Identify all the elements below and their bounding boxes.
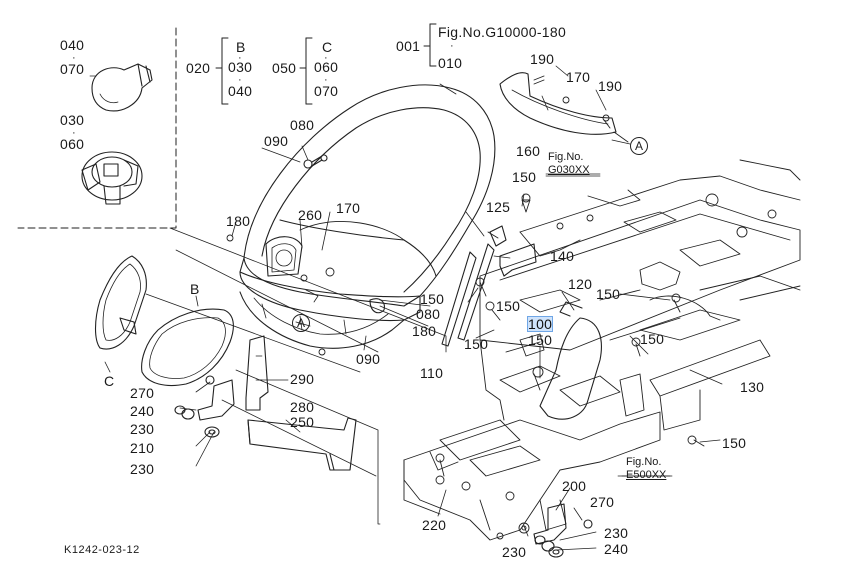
bracket-290: [245, 335, 269, 411]
marker-a-hood: A: [292, 314, 310, 332]
callout-250[interactable]: 250: [290, 414, 315, 430]
callout-090-hood[interactable]: 090: [356, 351, 381, 367]
bracket-210: [174, 375, 235, 438]
callout-240-right[interactable]: 240: [604, 541, 629, 557]
figure-number: Fig.No.G10000-180: [438, 24, 567, 40]
lower-frame-mount: [403, 339, 661, 541]
drawing-code: K1242-023-12: [64, 544, 140, 556]
group-brackets: [215, 23, 437, 105]
bracket-140: [489, 225, 537, 277]
ref-e500-title: Fig.No.: [626, 456, 662, 468]
group-001-bottom[interactable]: 010: [438, 55, 463, 71]
callout-190-top[interactable]: 190: [530, 51, 555, 67]
callout-150-far-right[interactable]: 150: [722, 435, 747, 451]
callout-230-left2[interactable]: 230: [130, 461, 155, 477]
bolt-icons: [226, 75, 705, 477]
hood-bolt-icon: [303, 154, 328, 169]
callout-120[interactable]: 120: [568, 276, 593, 292]
callout-070[interactable]: 070: [60, 61, 85, 77]
callout-dot: ·: [72, 52, 76, 64]
callout-080-top[interactable]: 080: [290, 117, 315, 133]
group-050-top[interactable]: C: [322, 39, 333, 55]
group-020-top[interactable]: B: [236, 39, 246, 55]
group-050-bottom[interactable]: 070: [314, 83, 339, 99]
callout-dot: ·: [238, 52, 242, 64]
group-001-left[interactable]: 001: [396, 38, 421, 54]
callout-dot: ·: [238, 74, 242, 86]
callout-150-top[interactable]: 150: [512, 169, 537, 185]
front-bumper-160: [499, 72, 617, 135]
callout-110[interactable]: 110: [420, 365, 444, 381]
callout-230-bottom[interactable]: 230: [502, 544, 527, 560]
callout-290[interactable]: 290: [290, 371, 315, 387]
callout-150-stay[interactable]: 150: [496, 298, 521, 314]
callout-090-top[interactable]: 090: [264, 133, 289, 149]
callout-210[interactable]: 210: [130, 440, 155, 456]
callout-160[interactable]: 160: [516, 143, 541, 159]
callout-240-left[interactable]: 240: [130, 403, 155, 419]
callout-220[interactable]: 220: [422, 517, 447, 533]
callout-230-left[interactable]: 230: [130, 421, 155, 437]
callout-190-right[interactable]: 190: [598, 78, 623, 94]
socket-icon: [81, 151, 143, 205]
bottom-plate-280-250: [247, 417, 357, 471]
callout-170-bumper[interactable]: 170: [566, 69, 591, 85]
callout-200[interactable]: 200: [562, 478, 587, 494]
under-panel-100: [539, 301, 602, 420]
group-020-left[interactable]: 020: [186, 60, 211, 76]
callout-150-right2[interactable]: 150: [640, 331, 665, 347]
headlight-lens-b: [141, 308, 234, 387]
headlight-housing-c: [94, 255, 147, 350]
group-050-left[interactable]: 050: [272, 60, 297, 76]
ref-e500-code[interactable]: E500XX: [626, 469, 667, 481]
callout-150-c[interactable]: 150: [528, 332, 553, 348]
callout-180-hood[interactable]: 180: [412, 323, 437, 339]
group-050-mid[interactable]: 060: [314, 59, 339, 75]
callout-125[interactable]: 125: [486, 199, 511, 215]
bulb-icon: [91, 63, 153, 112]
callout-080-hood[interactable]: 080: [416, 306, 441, 322]
callout-dot: ·: [324, 74, 328, 86]
bulb-inset-border: [17, 27, 177, 229]
callout-140[interactable]: 140: [550, 248, 575, 264]
callout-040[interactable]: 040: [60, 37, 85, 53]
bracket-200: [533, 503, 593, 558]
hood-body: [239, 84, 496, 349]
callout-260[interactable]: 260: [298, 207, 323, 223]
marker-c: C: [104, 373, 115, 389]
callout-150-right[interactable]: 150: [596, 286, 621, 302]
callout-270-left[interactable]: 270: [130, 385, 155, 401]
group-020-bottom[interactable]: 040: [228, 83, 253, 99]
marker-a-bumper: A: [630, 137, 648, 155]
group-020-mid[interactable]: 030: [228, 59, 253, 75]
callout-170-hood[interactable]: 170: [336, 200, 361, 216]
ref-g030-title: Fig.No.: [548, 151, 584, 163]
callout-270-right[interactable]: 270: [590, 494, 615, 510]
callout-150-d[interactable]: 150: [464, 336, 489, 352]
support-stay-110: [441, 243, 495, 347]
callout-dot: ·: [72, 127, 76, 139]
callout-280[interactable]: 280: [290, 399, 315, 415]
ref-g030-code[interactable]: G030XX: [548, 164, 590, 176]
marker-b: B: [190, 281, 200, 297]
callout-150-mid[interactable]: 150: [420, 291, 445, 307]
callout-060[interactable]: 060: [60, 136, 85, 152]
callout-180-left[interactable]: 180: [226, 213, 251, 229]
callout-030[interactable]: 030: [60, 112, 85, 128]
callout-dot: ·: [450, 40, 454, 52]
frame-chassis: [479, 159, 801, 431]
reference-underlines: [545, 173, 673, 477]
callout-130[interactable]: 130: [740, 379, 765, 395]
callout-100[interactable]: 100: [526, 316, 554, 332]
callout-dot: ·: [324, 52, 328, 64]
callout-230-right[interactable]: 230: [604, 525, 629, 541]
